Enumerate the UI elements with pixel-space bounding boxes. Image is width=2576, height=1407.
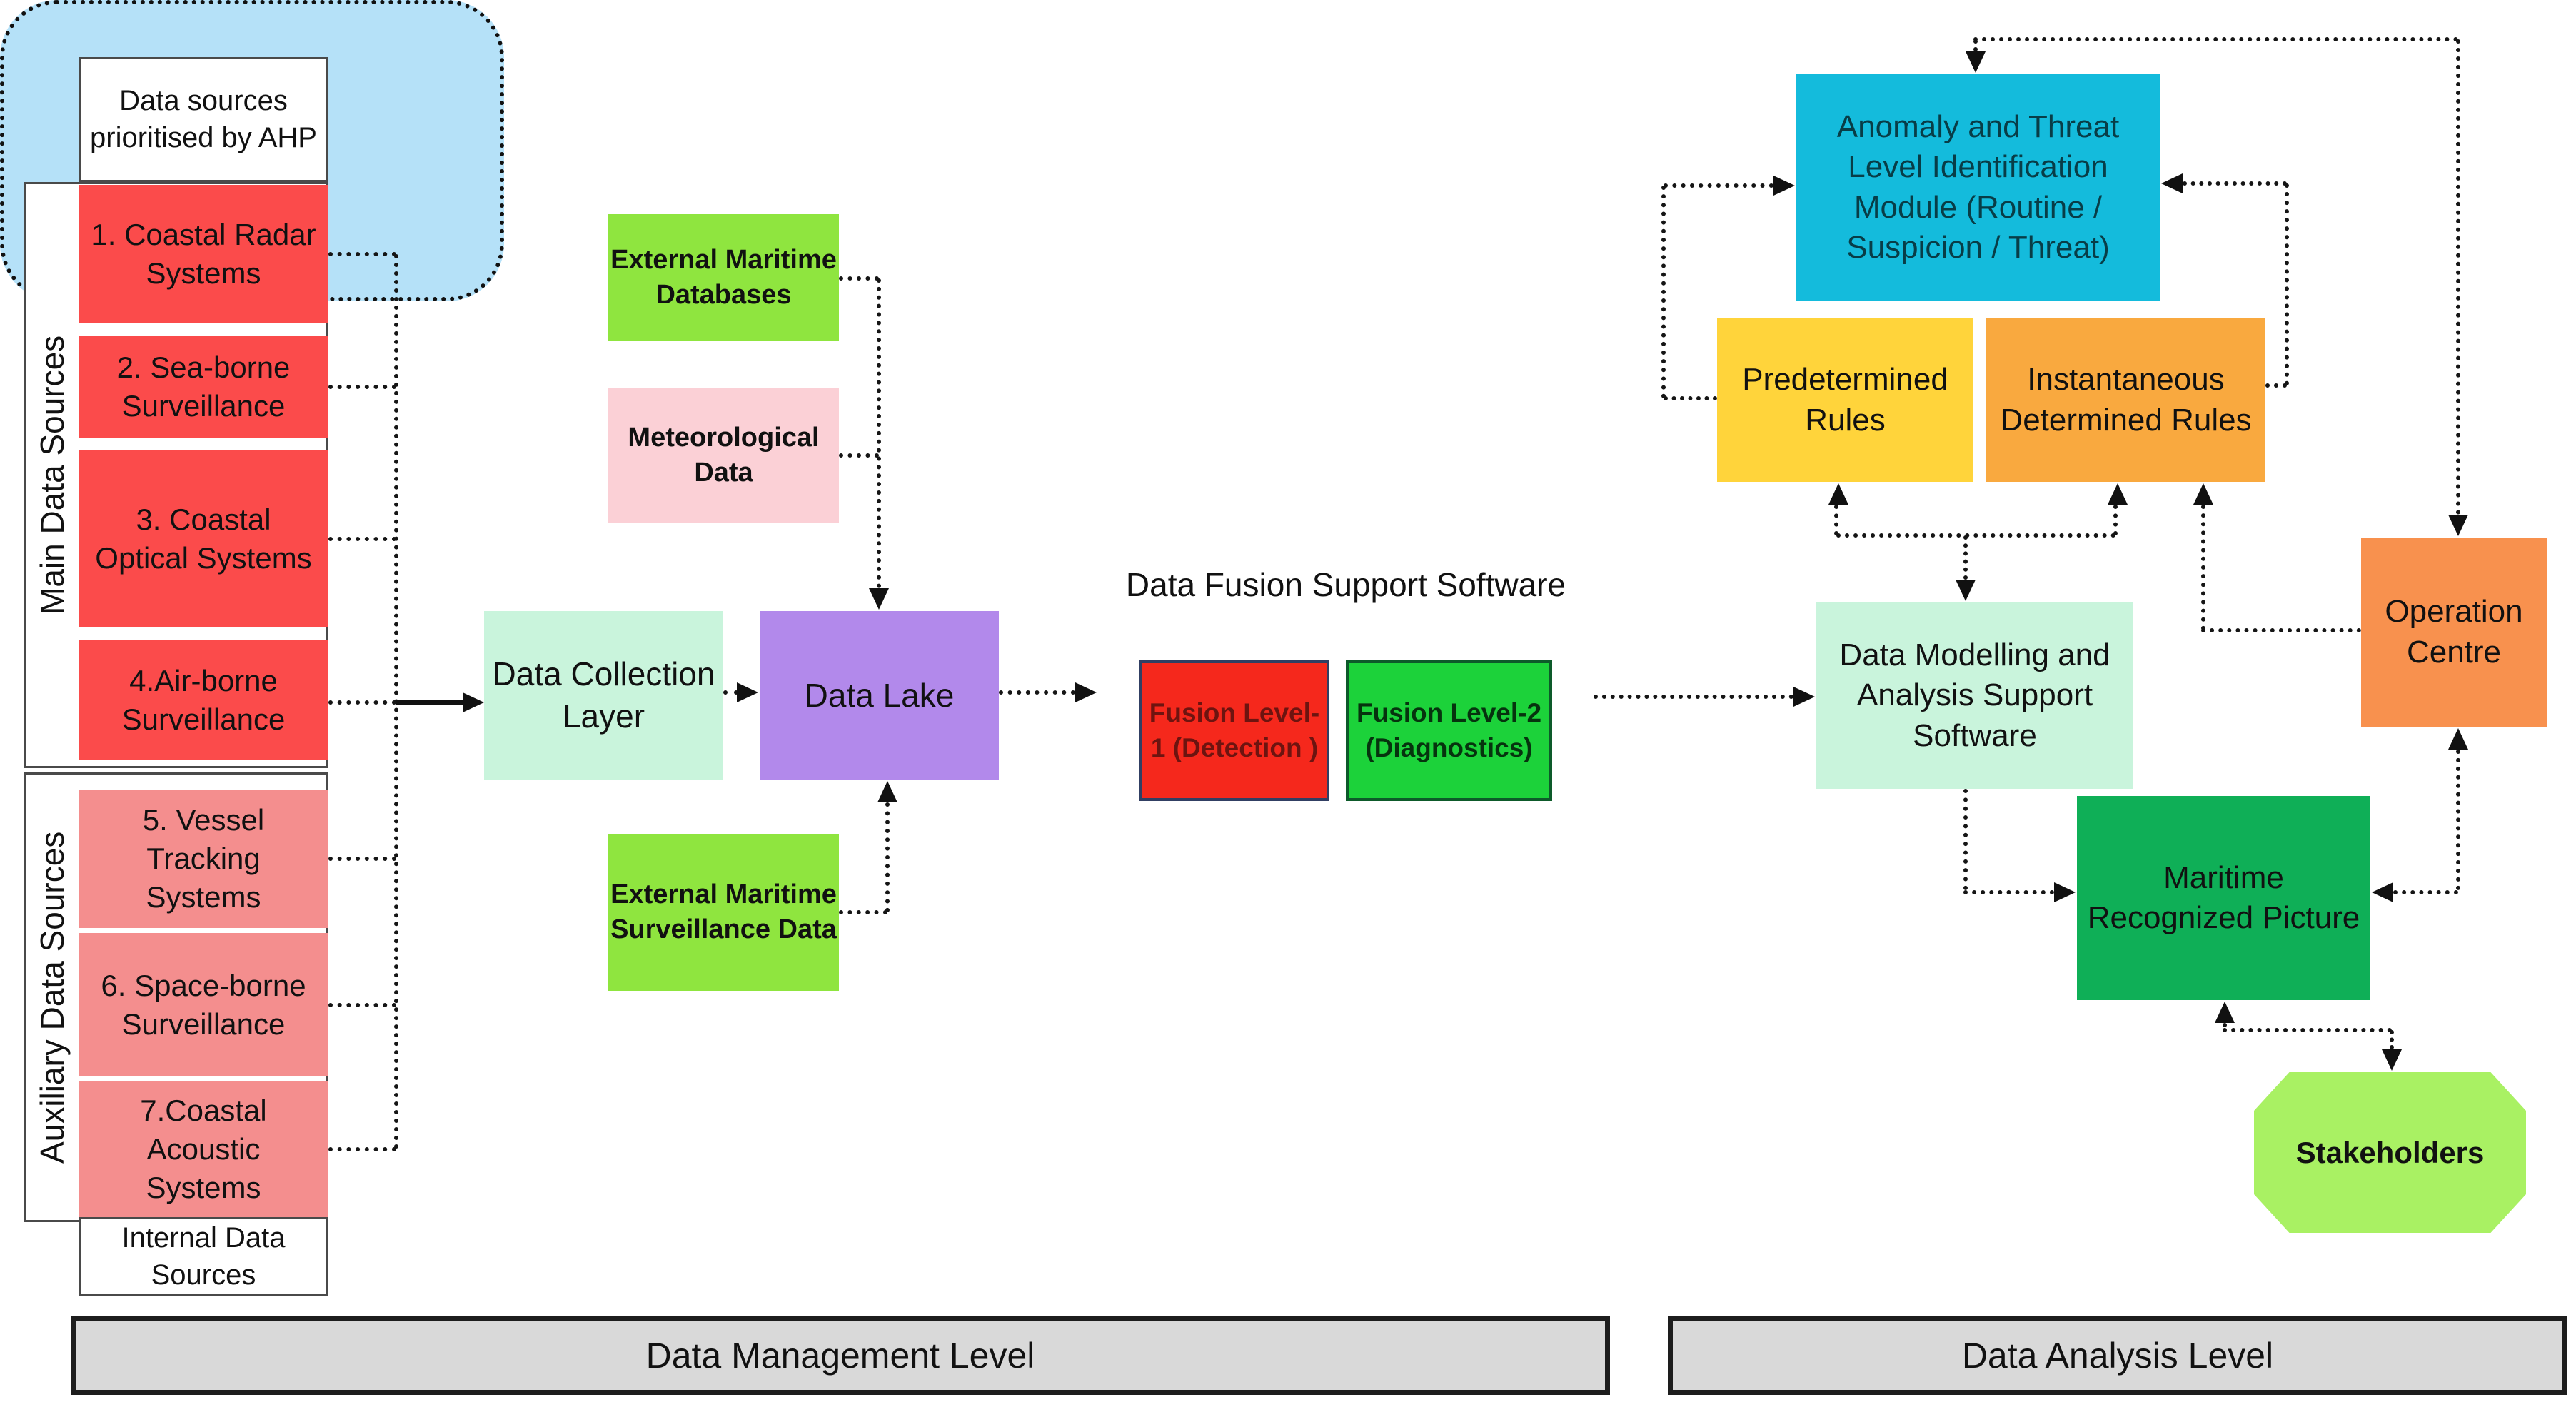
connector-source6-stub xyxy=(328,1003,396,1007)
connector-pred-loop-top xyxy=(1664,183,1773,188)
ahp-header-box: Data sources prioritised by AHP xyxy=(79,57,328,182)
arrowhead-into-operation-centre-top xyxy=(2448,515,2468,536)
connector-toploop-left-drop xyxy=(1973,39,1978,51)
source-space-borne-surveillance: 6. Space-borne Surveillance xyxy=(79,933,328,1076)
data-analysis-level-bar: Data Analysis Level xyxy=(1668,1316,2567,1395)
connector-collection-to-lake xyxy=(723,690,738,695)
connector-lake-top-feed xyxy=(877,278,881,588)
arrowhead-into-anomaly-top xyxy=(1966,51,1986,73)
source-vessel-tracking-systems: 5. Vessel Tracking Systems xyxy=(79,790,328,928)
connector-mrp-stake-drop2 xyxy=(2390,1030,2394,1049)
connector-lake-to-fusion xyxy=(999,690,1075,695)
connector-y-left-branch xyxy=(1834,505,1838,535)
arrowhead-into-data-lake-bottom xyxy=(877,781,897,802)
connector-source4-stub xyxy=(328,700,396,705)
connector-source5-stub xyxy=(328,857,396,861)
arrowhead-into-data-lake-left xyxy=(737,682,758,702)
connector-oc-mrp-horizontal xyxy=(2393,890,2458,894)
source-air-borne-surveillance: 4.Air-borne Surveillance xyxy=(79,640,328,760)
connector-lake-bottom-feed xyxy=(885,802,890,912)
node-external-maritime-surveillance-data: External Maritime Surveillance Data xyxy=(608,834,839,991)
connector-toploop-right-drop xyxy=(2456,39,2460,515)
source-sea-borne-surveillance: 2. Sea-borne Surveillance xyxy=(79,336,328,438)
auxiliary-data-sources-label: Auxiliary Data Sources xyxy=(34,831,71,1164)
arrowhead-into-mrp-left xyxy=(2054,882,2076,902)
connector-source2-stub xyxy=(328,385,396,389)
arrowhead-into-mrp-bottom xyxy=(2215,1002,2235,1023)
connector-mrp-stake-horizontal xyxy=(2223,1028,2392,1032)
node-operation-centre: Operation Centre xyxy=(2361,538,2547,727)
arrowhead-into-data-collection-layer xyxy=(463,692,484,712)
connector-idr-loop-top xyxy=(2183,181,2287,186)
connector-source7-stub xyxy=(328,1147,396,1151)
internal-data-sources-box: Internal Data Sources xyxy=(79,1217,328,1296)
arrowhead-into-fusion-software xyxy=(1075,682,1097,702)
main-data-sources-label: Main Data Sources xyxy=(34,335,71,615)
arrowhead-into-data-modelling-left xyxy=(1793,687,1815,707)
node-data-lake: Data Lake xyxy=(760,611,999,780)
connector-mrp-stake-drop1 xyxy=(2223,1023,2227,1030)
arrowhead-into-mrp-right xyxy=(2372,882,2393,902)
arrowhead-into-operation-centre-bottom xyxy=(2448,728,2468,750)
node-maritime-recognized-picture: Maritime Recognized Picture xyxy=(2077,796,2370,1000)
arrowhead-into-instantaneous-rules xyxy=(2108,483,2128,505)
source-coastal-acoustic-systems: 7.Coastal Acoustic Systems xyxy=(79,1081,328,1217)
arrowhead-into-predetermined-rules xyxy=(1828,483,1848,505)
connector-idr-loop-bottom xyxy=(2265,383,2287,388)
node-fusion-level-1-detection: Fusion Level-1 (Detection ) xyxy=(1139,660,1329,801)
arrowhead-into-stakeholders-top xyxy=(2382,1049,2402,1071)
arrowhead-into-data-modelling-top xyxy=(1956,580,1976,601)
connector-modelling-to-mrp-vertical xyxy=(1963,789,1968,890)
node-data-collection-layer: Data Collection Layer xyxy=(484,611,723,780)
node-external-maritime-databases: External Maritime Databases xyxy=(608,214,839,341)
connector-oc-to-idr-vertical xyxy=(2201,505,2205,630)
connector-emsd-stub xyxy=(839,910,887,914)
arrowhead-into-instantaneous-rules-right xyxy=(2193,483,2213,505)
node-instantaneous-determined-rules: Instantaneous Determined Rules xyxy=(1986,318,2265,482)
node-fusion-level-2-diagnostics: Fusion Level-2 (Diagnostics) xyxy=(1346,660,1552,801)
connector-bus-to-collection-line xyxy=(396,700,464,705)
node-data-modelling-analysis-support-software: Data Modelling and Analysis Support Soft… xyxy=(1816,602,2133,789)
arrowhead-into-data-lake-top xyxy=(869,588,889,610)
node-meteorological-data: Meteorological Data xyxy=(608,388,839,523)
connector-idr-loop-vertical xyxy=(2285,183,2289,385)
arrowhead-into-anomaly-right xyxy=(2161,173,2183,193)
node-predetermined-rules: Predetermined Rules xyxy=(1717,318,1973,482)
connector-source3-stub xyxy=(328,537,396,541)
connector-y-mid xyxy=(1963,535,1968,580)
connector-fusion-to-modelling xyxy=(1594,695,1793,699)
connector-emd-stub xyxy=(839,276,879,281)
connector-pred-loop-bottom xyxy=(1664,396,1717,400)
connector-y-horizontal xyxy=(1836,533,2115,538)
node-anomaly-threat-identification-module: Anomaly and Threat Level Identification … xyxy=(1796,74,2160,301)
arrowhead-into-anomaly-left xyxy=(1773,176,1795,196)
source-coastal-radar-systems: 1. Coastal Radar Systems xyxy=(79,185,328,323)
connector-oc-to-idr-horizontal xyxy=(2201,628,2361,632)
data-management-level-bar: Data Management Level xyxy=(71,1316,1610,1395)
connector-source1-stub xyxy=(328,252,396,256)
connector-modelling-to-mrp-horizontal xyxy=(1963,890,2054,894)
node-stakeholders: Stakeholders xyxy=(2254,1072,2526,1233)
source-coastal-optical-systems: 3. Coastal Optical Systems xyxy=(79,450,328,627)
connector-y-right-branch xyxy=(2113,505,2118,535)
connector-met-stub xyxy=(839,453,879,458)
connector-pred-loop-vertical xyxy=(1661,186,1666,398)
connector-oc-mrp-vertical xyxy=(2456,750,2460,890)
connector-toploop-horizontal xyxy=(1973,37,2458,41)
data-fusion-support-software-title: Data Fusion Support Software xyxy=(1125,566,1566,603)
